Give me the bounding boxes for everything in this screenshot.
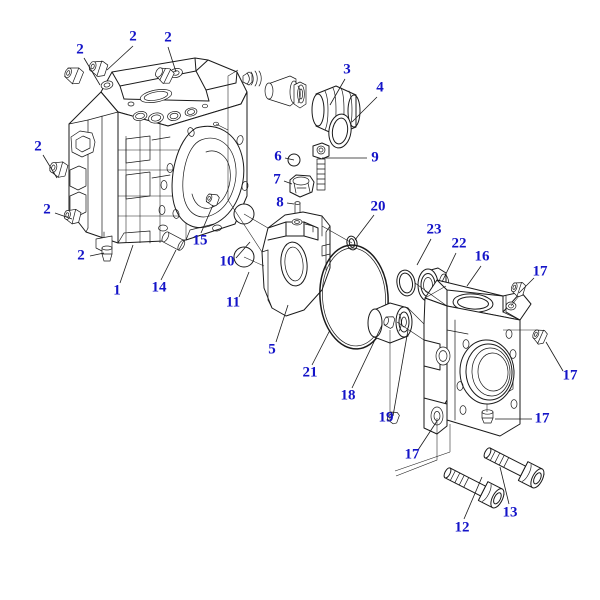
callout-16: 16 [474,248,490,265]
callout-23: 23 [426,221,442,238]
callout-leader-lines [42,45,564,520]
callout-13: 13 [502,504,518,521]
callout-19: 19 [378,409,394,426]
callout-15: 15 [192,232,208,249]
callout-3: 3 [343,61,351,78]
part-21-o-ring-large [319,244,389,350]
callout-2: 2 [34,138,42,155]
callout-17: 17 [562,367,578,384]
callout-21: 21 [302,364,318,381]
part-9-bolt-hollow [312,142,330,191]
callout-12: 12 [454,519,470,536]
part-17-plug-set [386,281,548,425]
callout-9: 9 [371,149,379,166]
callout-2: 2 [77,247,85,264]
assembly-alignment-lines [215,123,536,477]
callout-2: 2 [164,29,172,46]
callout-17: 17 [534,410,550,427]
part-2-plug-set [49,60,175,262]
callout-20: 20 [370,198,386,215]
callout-8: 8 [276,194,284,211]
part-16-rear-cover-housing [423,279,532,437]
part-4-o-ring-sleeve [328,113,352,149]
callout-5: 5 [268,341,276,358]
part-1-pump-housing-main [68,57,249,253]
callout-2: 2 [76,41,84,58]
callout-1: 1 [113,282,121,299]
callout-11: 11 [225,294,241,311]
callout-2: 2 [43,201,51,218]
part-15-plug-small [205,193,220,207]
spool-spring-assembly [227,69,307,200]
part-23-snap-ring [396,269,416,297]
part-7-seat-fitting [289,174,315,198]
callout-2: 2 [129,28,137,45]
callout-7: 7 [273,171,281,188]
callout-4: 4 [376,79,384,96]
callout-6: 6 [274,148,282,165]
callout-18: 18 [340,387,356,404]
part-12-socket-bolt-short [443,467,505,509]
part-14-dowel-pin [161,231,186,251]
callout-22: 22 [451,235,467,252]
part-5-valve-cover-plate [261,211,331,317]
part-19-plug-tiny [383,316,396,329]
callout-17: 17 [404,446,420,463]
callout-17: 17 [532,263,548,280]
callout-10: 10 [219,253,235,270]
part-13-socket-bolt-long [483,447,545,489]
callout-14: 14 [151,279,167,296]
